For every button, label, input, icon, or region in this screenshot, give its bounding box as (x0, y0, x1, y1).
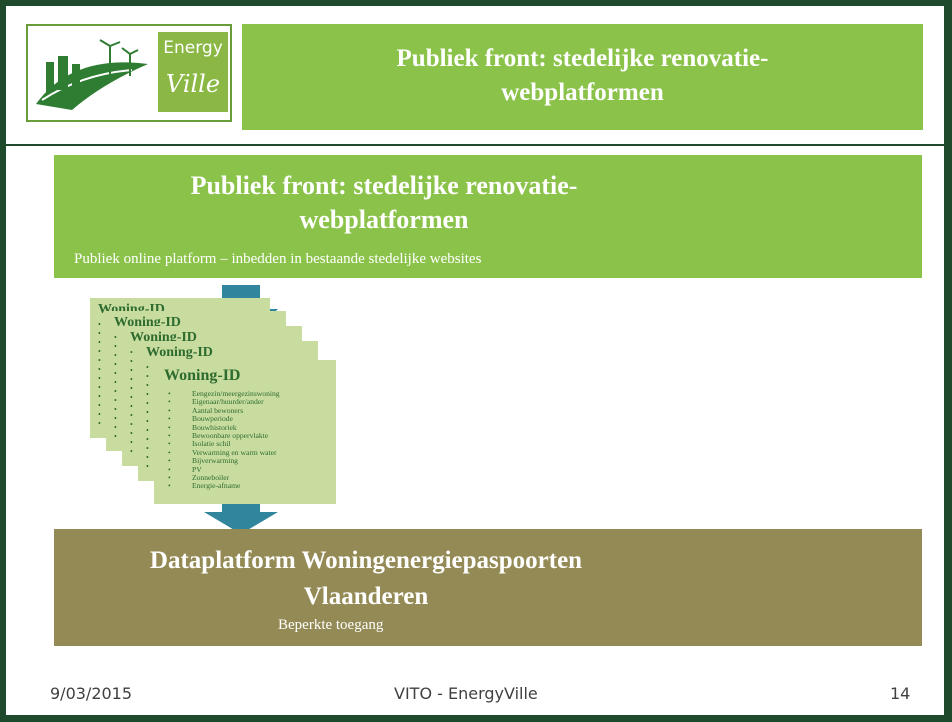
list-item: Aantal bewoners (164, 406, 326, 416)
footer-date: 9/03/2015 (50, 684, 133, 703)
list-item: Bouwperiode (164, 414, 326, 424)
data-platform-title-line1: Dataplatform Woningenergiepaspoorten (149, 547, 583, 574)
list-item: Bijverwarming (164, 456, 326, 466)
energyville-logo: Energy Ville (26, 24, 232, 122)
slide-title-banner: Publiek front: stedelijke renovatie- web… (242, 24, 923, 130)
header-divider (6, 144, 944, 146)
slide: Energy Ville Publiek front: stedelijke r… (6, 6, 944, 715)
list-item: PV (164, 465, 326, 475)
public-front-title-line1: Publiek front: stedelijke renovatie- (190, 171, 578, 200)
list-item: Bewoonbare oppervlakte (164, 431, 326, 441)
list-item: Zonneboiler (164, 473, 326, 483)
data-platform-subtitle: Beperkte toegang (278, 617, 384, 633)
down-arrow-icon (204, 504, 278, 534)
slide-title-line1: Publiek front: stedelijke renovatie- (396, 45, 769, 72)
slide-title: Publiek front: stedelijke renovatie- web… (242, 42, 923, 110)
logo-wordmark: Energy Ville (158, 32, 228, 112)
data-platform-banner: Dataplatform Woningenergiepaspoorten Vla… (54, 529, 922, 646)
card-bullets: •••••••••••• (98, 320, 101, 428)
data-platform-title-line2: Vlaanderen (303, 583, 429, 610)
woning-card-title: Woning-ID (146, 345, 213, 360)
woning-id-list: Eengezin/meergezinswoning Eigenaar/huurd… (164, 389, 326, 492)
woning-id-title: Woning-ID (164, 367, 241, 384)
card-bullets: •••••••••••• (130, 348, 133, 456)
card-bullets: •••••••••••• (114, 333, 117, 441)
public-front-banner: Publiek front: stedelijke renovatie- web… (54, 155, 922, 278)
data-platform-title: Dataplatform Woningenergiepaspoorten Vla… (66, 543, 666, 615)
logo-word-energy: Energy (163, 38, 223, 58)
public-front-subtitle: Publiek online platform – inbedden in be… (74, 251, 482, 267)
logo-word-ville: Ville (165, 70, 221, 98)
list-item: Energie-afname (164, 482, 326, 492)
list-item: Bouwhistoriek (164, 423, 326, 433)
list-item: Eengezin/meergezinswoning (164, 389, 326, 399)
slide-title-line2: webplatformen (501, 79, 664, 106)
public-front-title: Publiek front: stedelijke renovatie- web… (124, 169, 644, 237)
card-bullets: •••••••••••• (146, 363, 149, 471)
page-number: 14 (890, 684, 911, 703)
footer-center-text: VITO - EnergyVille (394, 684, 538, 703)
list-item: Isolatie schil (164, 440, 326, 450)
city-leaf-icon (36, 39, 148, 110)
public-front-title-line2: webplatformen (299, 205, 469, 234)
list-item: Verwarming en warm water (164, 448, 326, 458)
woning-id-card: Woning-ID Eengezin/meergezinswoning Eige… (154, 360, 336, 504)
list-item: Eigenaar/huurder/ander (164, 397, 326, 407)
